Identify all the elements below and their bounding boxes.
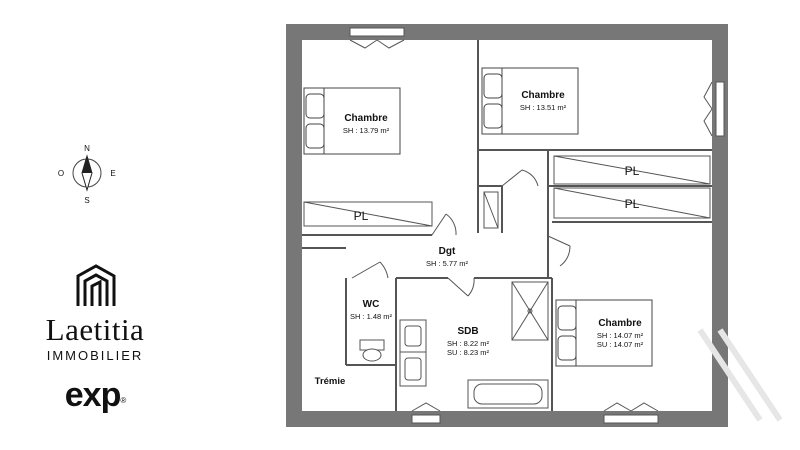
door-swings: [351, 169, 571, 297]
wardrobe-3: [553, 187, 711, 219]
network-mark: ®: [120, 396, 126, 405]
shower: [511, 281, 549, 341]
wardrobe-2: [553, 155, 711, 185]
room-area-sdb-sh: SH : 8.22 m²: [447, 339, 490, 348]
windows: [349, 27, 725, 424]
watermark-hatch: [697, 328, 783, 422]
wardrobe-label-3: PL: [625, 197, 640, 211]
brand-name: Laetitia: [45, 312, 145, 347]
room-area-dgt: SH : 5.77 m²: [426, 259, 469, 268]
room-label-chambre-3: Chambre: [598, 318, 642, 329]
room-area-sdb-su: SU : 8.23 m²: [447, 348, 490, 357]
wardrobe-1: [303, 201, 433, 227]
bed-1: [303, 87, 401, 155]
room-area-chambre-3-sh: SH : 14.07 m²: [597, 331, 644, 340]
compass-north: N: [84, 144, 90, 153]
room-label-chambre-2: Chambre: [521, 90, 565, 101]
room-label-tremie: Trémie: [315, 376, 346, 387]
room-label-wc: WC: [363, 299, 380, 310]
wardrobe-label-2: PL: [625, 164, 640, 178]
compass-south: S: [84, 196, 89, 205]
room-area-chambre-1: SH : 13.79 m²: [343, 126, 390, 135]
room-area-chambre-3-su: SU : 14.07 m²: [597, 340, 644, 349]
bed-3: [555, 299, 653, 367]
room-label-chambre-1: Chambre: [344, 113, 388, 124]
network-name: exp: [64, 376, 122, 414]
compass-west: O: [58, 169, 64, 178]
wardrobe-label-1: PL: [354, 209, 369, 223]
room-label-dgt: Dgt: [439, 246, 456, 257]
cupboard: [483, 191, 499, 229]
sinks: [399, 319, 427, 387]
brand-subtitle: IMMOBILIER: [46, 348, 144, 363]
interior-walls: [302, 40, 712, 411]
toilet: [359, 339, 385, 362]
bathtub: [467, 379, 549, 409]
brand-logo-icon: [76, 264, 116, 306]
compass-east: E: [110, 169, 115, 178]
bed-2: [481, 67, 579, 135]
network-logo: exp®: [30, 375, 160, 415]
window-sashes: [349, 39, 713, 412]
room-area-wc: SH : 1.48 m²: [350, 312, 393, 321]
room-label-sdb: SDB: [457, 326, 478, 337]
compass-rose: N S E O: [58, 144, 116, 205]
room-area-chambre-2: SH : 13.51 m²: [520, 103, 567, 112]
